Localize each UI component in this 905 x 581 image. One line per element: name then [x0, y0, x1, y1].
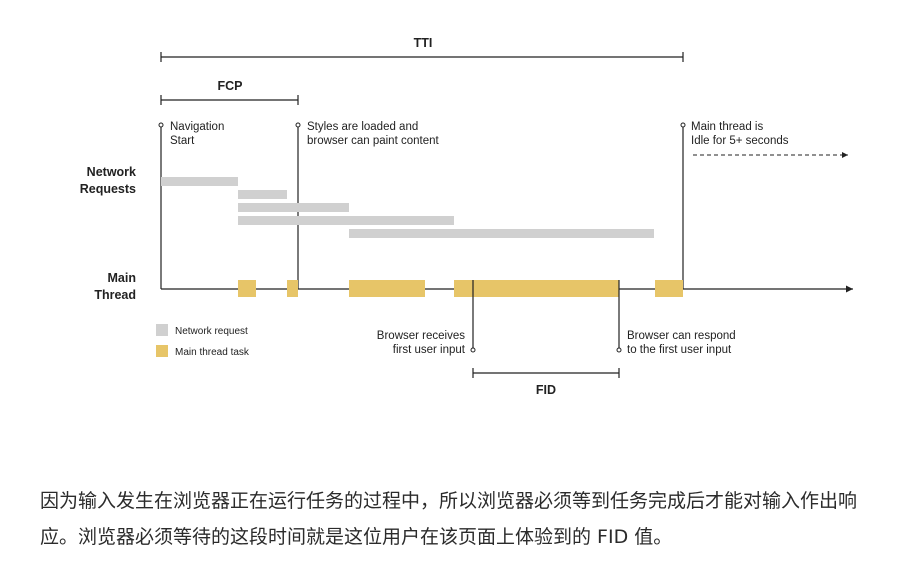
- main-thread-task: [454, 280, 619, 297]
- marker-first-input: Browser receives first user input: [377, 280, 476, 356]
- fid-timeline-diagram: TTI FCP Navigation Start Styles are load…: [80, 36, 853, 397]
- row-label-main: Main Thread: [94, 271, 136, 302]
- main-row-label-line1: Main: [108, 271, 136, 285]
- navigation-label-line2: Start: [170, 135, 195, 147]
- main-thread-task: [655, 280, 683, 297]
- navigation-label-line1: Navigation: [170, 121, 224, 133]
- row-label-network: Network Requests: [80, 165, 136, 196]
- network-request-bar: [349, 229, 654, 238]
- legend: Network request Main thread task: [156, 324, 250, 358]
- marker-styles-loaded: Styles are loaded and browser can paint …: [295, 121, 439, 289]
- fcp-bracket: FCP: [160, 79, 299, 105]
- main-thread-task: [287, 280, 298, 297]
- fcp-label: FCP: [218, 79, 243, 93]
- marker-navigation-start: Navigation Start: [158, 121, 224, 289]
- network-request-bar: [238, 203, 349, 212]
- tti-bracket: TTI: [160, 36, 684, 62]
- main-thread-task: [349, 280, 425, 297]
- idle-label-line1: Main thread is: [691, 121, 763, 133]
- network-requests: [161, 177, 654, 238]
- legend-swatch-network: [156, 324, 168, 336]
- styles-label-line1: Styles are loaded and: [307, 121, 418, 133]
- marker-main-thread-idle: Main thread is Idle for 5+ seconds: [680, 121, 848, 289]
- tti-label: TTI: [414, 36, 433, 50]
- legend-task-label: Main thread task: [175, 347, 250, 358]
- caption-paragraph: 因为输入发生在浏览器正在运行任务的过程中，所以浏览器必须等到任务完成后才能对输入…: [40, 490, 858, 548]
- respond-label-line1: Browser can respond: [627, 330, 736, 342]
- main-thread-task: [238, 280, 256, 297]
- idle-label-line2: Idle for 5+ seconds: [691, 135, 789, 147]
- network-row-label-line1: Network: [87, 165, 136, 179]
- fid-label: FID: [536, 383, 556, 397]
- network-row-label-line2: Requests: [80, 182, 136, 196]
- legend-swatch-task: [156, 345, 168, 357]
- network-request-bar: [238, 216, 454, 225]
- respond-label-line2: to the first user input: [627, 344, 732, 356]
- styles-label-line2: browser can paint content: [307, 135, 439, 147]
- main-thread: [161, 280, 853, 297]
- main-row-label-line2: Thread: [94, 288, 136, 302]
- receives-label-line1: Browser receives: [377, 330, 465, 342]
- marker-can-respond: Browser can respond to the first user in…: [616, 280, 736, 356]
- network-request-bar: [161, 177, 238, 186]
- network-request-bar: [238, 190, 287, 199]
- legend-network-label: Network request: [175, 326, 248, 337]
- receives-label-line2: first user input: [393, 344, 466, 356]
- fid-bracket: FID: [472, 368, 620, 397]
